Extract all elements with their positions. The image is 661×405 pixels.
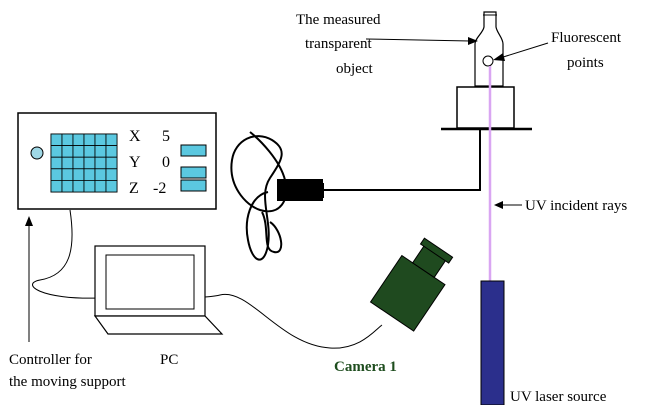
axis-y-bar	[180, 166, 207, 179]
keypad-key	[72, 133, 85, 147]
object-label-line2: transparent	[305, 36, 372, 52]
keypad-key	[83, 156, 96, 170]
pc-laptop-icon	[93, 245, 224, 335]
object-arrow	[365, 37, 478, 45]
keypad-key	[61, 133, 74, 147]
controller-arrow	[25, 216, 33, 342]
keypad-key	[105, 179, 118, 193]
controller-keypad	[50, 133, 118, 193]
axis-x-value: 5	[162, 128, 170, 145]
keypad-key	[50, 156, 63, 170]
keypad-key	[94, 133, 107, 147]
axis-z-bar	[180, 179, 207, 192]
keypad-key	[94, 145, 107, 158]
uv-rays-arrow	[494, 201, 522, 209]
axis-x-bar	[180, 144, 207, 157]
object-label-line3: object	[336, 61, 373, 77]
transparent-bottle	[474, 11, 504, 87]
keypad-key	[83, 168, 96, 181]
axis-z-value: -2	[153, 180, 166, 197]
keypad-key	[105, 133, 118, 147]
keypad-key	[83, 133, 96, 147]
keypad-key	[83, 145, 96, 158]
support-arm	[324, 129, 481, 191]
keypad-key	[61, 179, 74, 193]
axis-x-label: X	[129, 128, 141, 145]
keypad-key	[61, 156, 74, 170]
keypad-key	[94, 168, 107, 181]
keypad-key	[94, 156, 107, 170]
axis-y-label: Y	[129, 154, 141, 171]
controller-label-line2: the moving support	[9, 374, 126, 390]
controller-unit: X 5 Y 0 Z -2	[17, 112, 217, 210]
keypad-key	[105, 168, 118, 181]
object-support	[441, 86, 532, 131]
axis-y-value: 0	[162, 154, 170, 171]
camera-label: Camera 1	[334, 359, 397, 375]
keypad-key	[105, 145, 118, 158]
keypad-key	[94, 179, 107, 193]
keypad-key	[61, 145, 74, 158]
uv-laser-source	[480, 280, 505, 405]
keypad-key	[50, 133, 63, 147]
keypad-key	[72, 145, 85, 158]
uv-rays-label: UV incident rays	[525, 198, 627, 214]
keypad-key	[105, 156, 118, 170]
controller-knob-icon	[30, 146, 44, 160]
keypad-key	[83, 179, 96, 193]
controller-label-line1: Controller for	[9, 352, 92, 368]
pc-label: PC	[160, 352, 178, 368]
camera-1-icon	[369, 237, 454, 332]
keypad-key	[72, 168, 85, 181]
keypad-key	[50, 168, 63, 181]
object-label-line1: The measured	[296, 12, 381, 28]
fluorescent-label-line2: points	[567, 55, 604, 71]
axis-z-label: Z	[129, 180, 139, 197]
fluorescent-arrow	[493, 42, 549, 61]
keypad-key	[50, 179, 63, 193]
laser-label: UV laser source	[510, 389, 607, 405]
keypad-key	[61, 168, 74, 181]
fiber-head-collar	[318, 183, 324, 198]
keypad-key	[72, 156, 85, 170]
keypad-key	[72, 179, 85, 193]
fluorescent-label-line1: Fluorescent	[551, 30, 622, 46]
fluorescent-point	[482, 55, 494, 67]
keypad-key	[50, 145, 63, 158]
fiber-head	[277, 179, 323, 201]
